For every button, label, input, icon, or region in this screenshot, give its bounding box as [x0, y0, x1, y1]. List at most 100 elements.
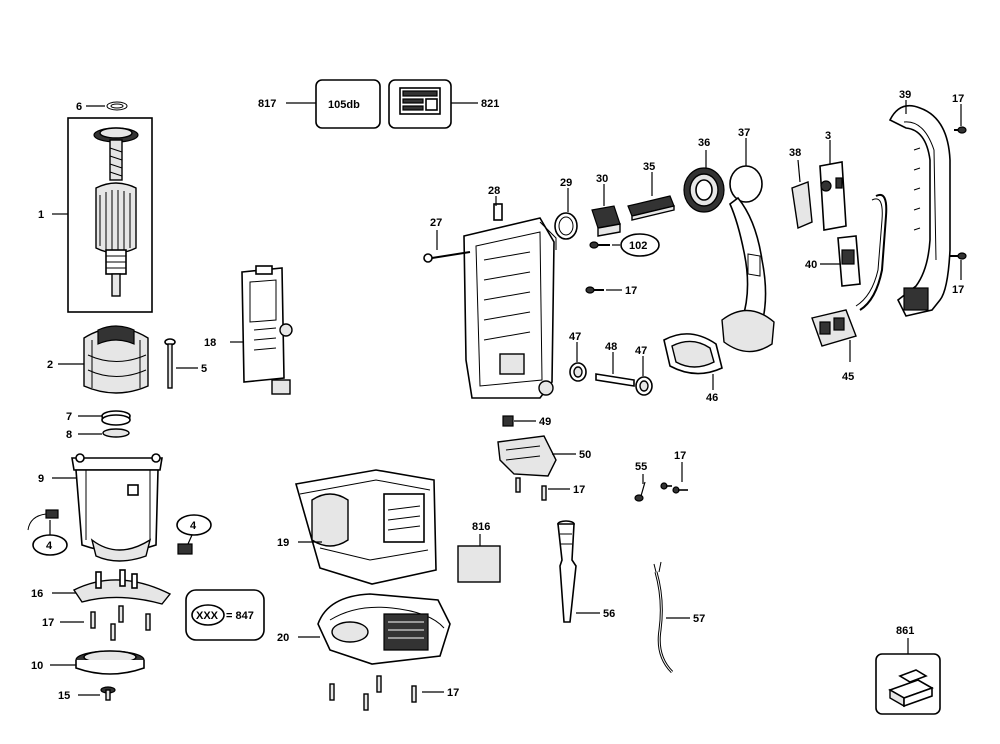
- callout-821: 821: [481, 98, 499, 110]
- part-35-capacitor: [627, 195, 675, 221]
- callout-29: 29: [560, 177, 572, 189]
- callout-816: 816: [472, 521, 490, 533]
- callout-49: 49: [539, 416, 551, 428]
- part-19-housing: [294, 469, 437, 585]
- callout-36: 36: [698, 137, 710, 149]
- callout-15: 15: [58, 690, 70, 702]
- part-16-baffle: [72, 569, 172, 605]
- part-40-switch: [837, 235, 861, 287]
- part-8-bearing: [102, 428, 130, 438]
- part-7-bearing: [101, 410, 131, 426]
- callout-8: 8: [66, 429, 72, 441]
- part-30-block: [591, 205, 621, 237]
- part-36-bellows: [683, 167, 725, 213]
- callout-4-right-oval: [176, 514, 212, 536]
- callout-46: 46: [706, 392, 718, 404]
- callout-47-a: 47: [569, 331, 581, 343]
- part-29-ring: [554, 212, 578, 240]
- callout-17-b: 17: [447, 687, 459, 699]
- callout-55: 55: [635, 461, 647, 473]
- callout-4-left: 4: [46, 540, 53, 552]
- label-105db-box: [315, 79, 381, 129]
- callout-17-d: 17: [573, 484, 585, 496]
- part-37-side-handle: [721, 165, 775, 353]
- part-17-screws-50: [515, 477, 547, 501]
- part-102-screw: [589, 241, 610, 249]
- callout-57: 57: [693, 613, 705, 625]
- part-17-screws-left: [90, 605, 151, 641]
- callout-17-e: 17: [674, 450, 686, 462]
- callout-2: 2: [47, 359, 53, 371]
- callout-47-b: 47: [635, 345, 647, 357]
- callout-20: 20: [277, 632, 289, 644]
- callout-9: 9: [38, 473, 44, 485]
- part-20-cover: [317, 593, 451, 665]
- part-47-nut-a: [569, 362, 587, 382]
- part-17-screw-right: [950, 252, 967, 260]
- part-50-cover: [497, 435, 557, 477]
- part-17-screws-55: [660, 482, 688, 494]
- part-2-field: [83, 325, 149, 394]
- part-1-armature: [93, 127, 139, 297]
- part-5-screw: [164, 338, 176, 389]
- kit-note-code: XXX: [196, 610, 219, 622]
- callout-56: 56: [603, 608, 615, 620]
- part-4-brush-right: [177, 543, 193, 555]
- part-17-screws-bottom: [329, 675, 417, 711]
- callout-27: 27: [430, 217, 442, 229]
- callout-102: 102: [629, 240, 647, 252]
- callout-50: 50: [579, 449, 591, 461]
- callout-6: 6: [76, 101, 82, 113]
- label-105db-text: 105db: [328, 99, 360, 111]
- callout-17-g: 17: [952, 284, 964, 296]
- callout-28: 28: [488, 185, 500, 197]
- kit-note-box: [185, 589, 265, 641]
- part-27-screw: [423, 251, 471, 263]
- part-10-ring: [75, 650, 145, 675]
- callout-5: 5: [201, 363, 207, 375]
- kit-note-oval: [191, 604, 225, 626]
- callout-817: 817: [258, 98, 276, 110]
- part-47-nut-b: [635, 376, 653, 396]
- part-46-grip: [663, 333, 723, 375]
- part-816-label: [457, 545, 501, 583]
- part-57-cord: [653, 561, 674, 674]
- callout-19: 19: [277, 537, 289, 549]
- kit-note-equals: = 847: [226, 610, 254, 622]
- label-821-graphic: [399, 87, 441, 115]
- part-49-clip: [502, 415, 514, 427]
- callout-17-c: 17: [625, 285, 637, 297]
- part-38-knob: [791, 181, 813, 230]
- callout-37: 37: [738, 127, 750, 139]
- part-45-harness: [811, 194, 888, 347]
- part-48-rod: [595, 373, 635, 387]
- callout-17-a: 17: [42, 617, 54, 629]
- callout-45: 45: [842, 371, 854, 383]
- part-861-carry-case: [888, 669, 934, 708]
- part-15-screw: [100, 686, 116, 701]
- part-56-sleeve: [557, 520, 577, 623]
- callout-7: 7: [66, 411, 72, 423]
- part-6-retaining-ring: [106, 101, 128, 111]
- part-55-washer: [634, 481, 646, 502]
- callout-18: 18: [204, 337, 216, 349]
- callout-48: 48: [605, 341, 617, 353]
- callout-102-oval: [620, 233, 660, 257]
- callout-16: 16: [31, 588, 43, 600]
- callout-35: 35: [643, 161, 655, 173]
- part-28-main-housing: [463, 203, 557, 399]
- part-17-screw-mid: [585, 286, 604, 294]
- callout-30: 30: [596, 173, 608, 185]
- callout-1: 1: [38, 209, 44, 221]
- part-17-screw-top-right: [954, 126, 967, 134]
- callout-4-right: 4: [190, 520, 197, 532]
- part-39-rear-handle: [888, 104, 951, 317]
- part-18-module: [241, 265, 293, 395]
- part-9-motor-housing: [71, 453, 163, 562]
- callout-17-f: 17: [952, 93, 964, 105]
- callout-38: 38: [789, 147, 801, 159]
- callout-3: 3: [825, 130, 831, 142]
- part-4-brush-left: [27, 509, 59, 531]
- callout-10: 10: [31, 660, 43, 672]
